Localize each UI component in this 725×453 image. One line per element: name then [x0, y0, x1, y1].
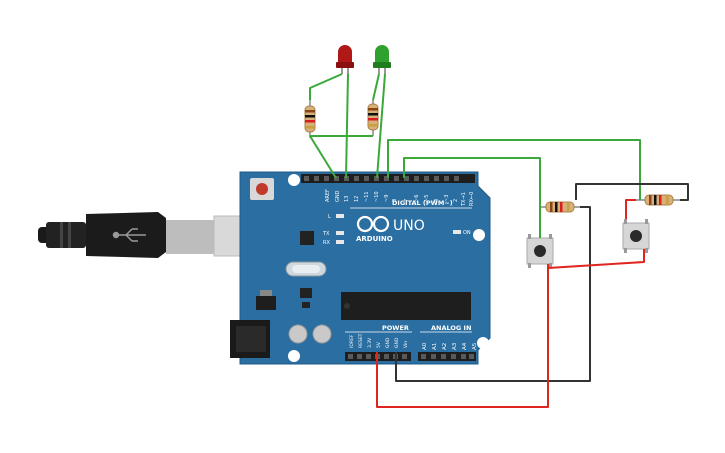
arduino-logo-icon [356, 215, 390, 233]
wire-red-button1-button2[interactable] [547, 249, 645, 269]
voltage-regulator [256, 290, 276, 310]
pin-label-aref: AREF [325, 189, 331, 202]
pin-label-4: 4 [434, 199, 440, 202]
microcontroller-chip [341, 292, 471, 320]
wire-black-gnd-button2[interactable] [575, 183, 689, 201]
wire-green-pin7-button1[interactable] [403, 157, 541, 238]
brand-label: ARDUINO [356, 235, 393, 243]
push-button-2[interactable] [622, 219, 650, 253]
arduino-board[interactable]: AREF GND 13 12 ~11 ~10 ~9 8 7 ~6 ~5 4 ~3… [230, 171, 491, 365]
pin-label-9: ~9 [384, 195, 390, 202]
pin-label-reset: RESET [358, 333, 364, 348]
push-button-1[interactable] [526, 234, 554, 268]
capacitor-1 [288, 324, 308, 344]
power-header-label: POWER [382, 324, 409, 332]
pin-label-gnd-2: GND [394, 337, 400, 348]
wire-red-5v[interactable] [376, 264, 549, 408]
pin-label-11: ~11 [364, 191, 370, 202]
pin-label-a5: A5 [472, 342, 478, 350]
pin-label-3v3: 3.3V [367, 337, 373, 348]
wire-green-red-led-anode[interactable] [345, 73, 349, 179]
green-led[interactable] [373, 45, 391, 74]
resistor-red-led[interactable] [304, 100, 316, 138]
pin-label-vin: Vin [403, 341, 409, 348]
pin-label-6: ~6 [414, 195, 420, 202]
tx-label: TX [322, 231, 330, 237]
resistor-button-1[interactable] [540, 201, 580, 213]
l-label: L [328, 214, 331, 220]
rx-label: RX [323, 240, 330, 246]
model-label: UNO [393, 218, 425, 234]
analog-header[interactable] [418, 352, 476, 361]
pin-label-a0: A0 [422, 342, 428, 350]
pin-label-3: ~3 [444, 195, 450, 202]
wire-green-red-led-cathode[interactable] [309, 73, 343, 100]
pin-label-2: 2 [453, 199, 459, 202]
pin-label-5: ~5 [424, 195, 430, 202]
pin-label-12: 12 [354, 196, 360, 202]
wire-green-green-led-anode[interactable] [376, 73, 386, 179]
on-label: ON [463, 230, 471, 236]
digital-header-label: DIGITAL (PWM~) [392, 199, 453, 207]
pin-label-1: TX→1 [461, 192, 467, 207]
pin-label-a4: A4 [462, 342, 468, 350]
pin-label-13: 13 [344, 196, 350, 202]
pin-label-7: 7 [404, 199, 410, 202]
red-led[interactable] [336, 45, 354, 74]
analog-header-label: ANALOG IN [431, 324, 471, 332]
pin-label-ioref: IOREF [349, 334, 355, 348]
wire-green-led-gnd[interactable] [309, 135, 337, 179]
capacitor-2 [312, 324, 332, 344]
wire-black-gnd[interactable] [395, 206, 591, 382]
digital-header[interactable] [301, 174, 475, 183]
wire-green-pin8-button2[interactable] [387, 139, 641, 200]
reset-button[interactable] [250, 178, 274, 200]
pin-label-a3: A3 [452, 342, 458, 350]
resistor-button-2[interactable] [636, 194, 680, 206]
wire-green-green-led-cathode[interactable] [372, 73, 380, 101]
resistor-green-led[interactable] [367, 100, 379, 136]
power-jack[interactable] [230, 320, 270, 358]
pin-label-a1: A1 [432, 343, 438, 350]
usb-cable[interactable] [38, 212, 271, 258]
pin-label-a2: A2 [442, 343, 448, 350]
pin-label-0: RX←0 [469, 192, 475, 206]
wire-red-button2-top[interactable] [625, 199, 636, 219]
pin-label-gnd: GND [335, 190, 341, 202]
pin-label-5v: 5V [376, 341, 382, 348]
usb-icon [112, 228, 146, 242]
crystal-oscillator [285, 261, 327, 277]
pin-label-gnd-1: GND [385, 337, 391, 348]
pin-label-10: ~10 [374, 191, 380, 202]
pin-label-8: 8 [392, 199, 398, 202]
